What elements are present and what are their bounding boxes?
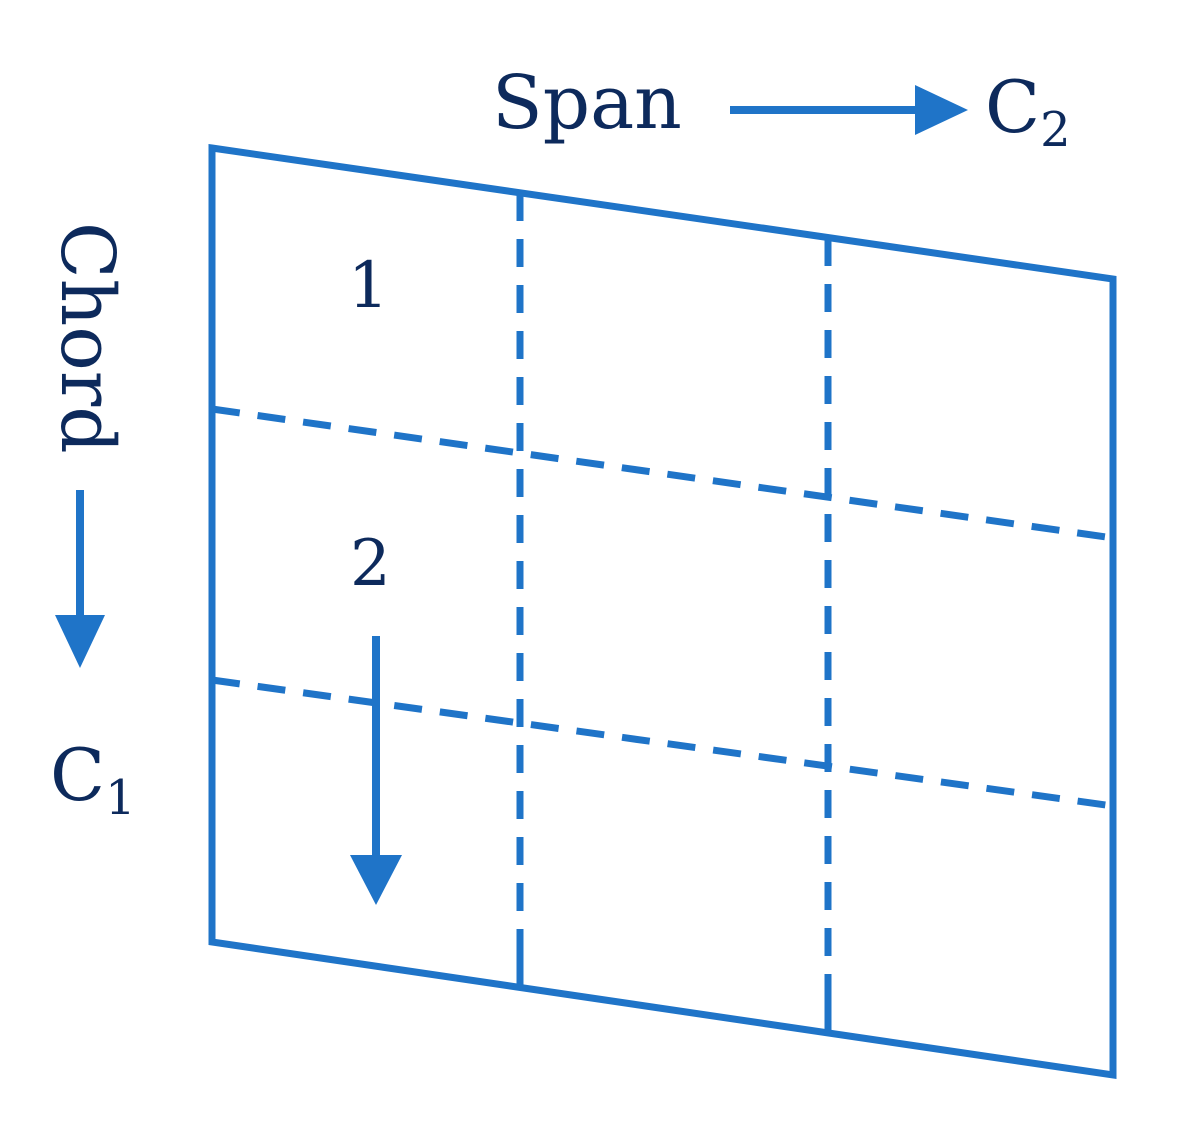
span-arrow-head: [915, 85, 968, 135]
chord-division-line-1: [211, 405, 1114, 542]
cell-number-2: 2: [350, 527, 391, 601]
chord-division-line-2: [211, 676, 1114, 810]
span-label: Span: [492, 60, 682, 146]
c2-label: C2: [985, 65, 1071, 158]
chord-arrow-head: [55, 615, 105, 668]
cell-number-1: 1: [348, 249, 389, 323]
cell-arrow-head: [350, 855, 402, 905]
c1-label: C1: [50, 733, 136, 826]
panel-outline: [208, 143, 1117, 1080]
chord-label: Chord: [44, 222, 130, 454]
